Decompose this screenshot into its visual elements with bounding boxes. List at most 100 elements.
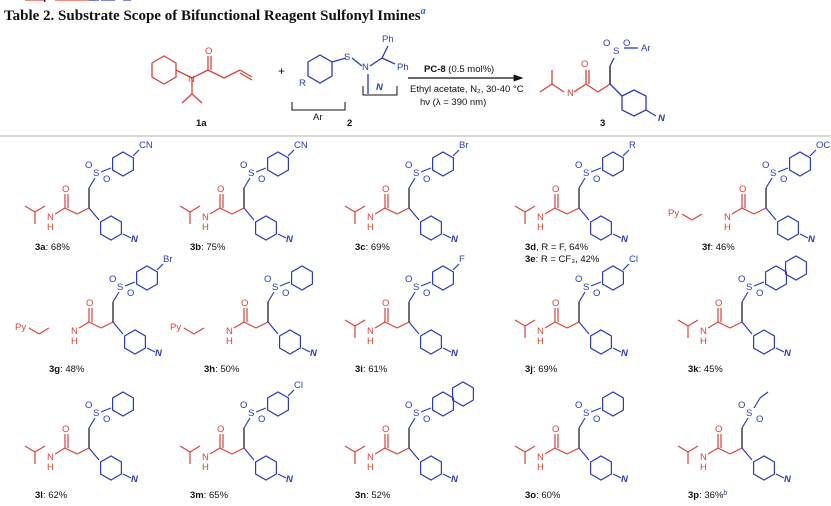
table-title-text: Table 2. Substrate Scope of Bifunctional…	[4, 8, 421, 24]
sulfonyl-o-atom-2: O	[258, 414, 265, 425]
reactant-o-atom: O	[205, 46, 212, 57]
sulfonyl-o-atom-2: O	[593, 414, 600, 425]
yield-footnote: b	[723, 490, 727, 497]
compound-id: 3o	[525, 490, 536, 501]
sulfonyl-o-atom-2: O	[756, 288, 763, 299]
aryl-n-atom: N	[286, 474, 294, 485]
amide-n-atom: N	[537, 326, 544, 337]
amide-n-atom: N	[724, 212, 731, 223]
aryl-n-atom: N	[451, 234, 459, 245]
aryl-substituent-Cl: Cl	[629, 254, 638, 265]
aryl-n-atom: N	[131, 474, 139, 485]
sulfonyl-o-atom-2: O	[127, 288, 134, 299]
product-label: 3	[600, 118, 605, 129]
sulfonyl-s-atom: S	[746, 408, 752, 419]
sulfonyl-s-atom: S	[770, 168, 776, 179]
compound-yield: : 69%	[533, 364, 558, 375]
entry-label: 3c: 69%	[355, 242, 390, 253]
compound-yield: : R = CF₃, 42%	[536, 254, 600, 265]
sulfonyl-o-atom-1: O	[109, 274, 116, 285]
entry-label: 3q: 29%	[35, 0, 71, 3]
carbonyl-o-atom: O	[241, 298, 248, 309]
amide-h-atom: H	[47, 462, 54, 473]
amide-h-atom: H	[367, 222, 374, 233]
entry-label: 3i: 61%	[355, 364, 388, 375]
compound-yield: : 60%	[536, 490, 561, 501]
aryl-substituent-R: R	[629, 140, 636, 151]
amide-n-atom: N	[47, 212, 54, 223]
compound-yield: : 68%	[46, 242, 71, 253]
compound-yield: : 52%	[366, 490, 391, 501]
compound-id: 3l	[35, 490, 43, 501]
compound-yield: : 75%	[201, 242, 226, 253]
reactant-n-atom: N	[188, 74, 195, 85]
product-o: O	[581, 59, 588, 70]
amide-h-atom: H	[47, 0, 54, 3]
catalyst-name: PC-8	[424, 64, 446, 75]
entry-label: 3j: 69%	[525, 364, 558, 375]
carbonyl-o-atom: O	[62, 424, 69, 435]
entry-label: 3p: 36%b	[688, 490, 727, 502]
sulfonyl-s-atom: S	[413, 408, 419, 419]
table-title: Table 2. Substrate Scope of Bifunctional…	[4, 6, 426, 25]
amide-n-atom: N	[202, 212, 209, 223]
sulfonyl-s-atom: S	[93, 168, 99, 179]
aryl-substituent-CN: CN	[294, 140, 308, 151]
sulfonyl-o-atom-1: O	[738, 274, 745, 285]
compound-id: 3n	[355, 490, 366, 501]
amide-n-atom: N	[226, 326, 233, 337]
compound-yield: : 45%	[699, 364, 724, 375]
product-3-structure	[539, 47, 657, 117]
amine-py-label: Py	[668, 208, 679, 219]
compound-id: 3h	[204, 364, 215, 375]
entry-label: 3o: 60%	[525, 490, 561, 501]
sulfonyl-o-atom-2: O	[756, 414, 763, 425]
aryl-n-atom: N	[131, 234, 139, 245]
catalyst-loading: (0.5 mol%)	[446, 64, 495, 75]
amide-h-atom: H	[700, 336, 707, 347]
entry-3f: PyNHOSOOOCH₃N3f: 46%	[668, 140, 831, 253]
sulfonyl-o-atom-2: O	[423, 414, 430, 425]
amide-h-atom: H	[537, 222, 544, 233]
compound-yield: : 69%	[366, 242, 391, 253]
sulfonyl-s-atom: S	[413, 168, 419, 179]
entry-label: 3a: 68%	[35, 242, 70, 253]
compound-yield: : 61%	[363, 364, 388, 375]
carbonyl-o-atom: O	[62, 0, 69, 3]
compound-id: 3a	[35, 242, 46, 253]
sulfonyl-o-atom-2: O	[423, 288, 430, 299]
amide-n-atom: N	[367, 212, 374, 223]
sulfonyl-o-atom-2: O	[258, 174, 265, 185]
ph-label-1: Ph	[382, 34, 394, 45]
compound-yield: : 50%	[215, 364, 240, 375]
conditions-solvent: Ethyl acetate, N₂, 30-40 °C	[410, 84, 524, 95]
aryl-n-atom: N	[155, 348, 163, 359]
imine-n-atom: N	[362, 62, 369, 73]
sulfonyl-o-atom-2: O	[780, 174, 787, 185]
carbonyl-o-atom: O	[552, 298, 559, 309]
amide-h-atom: H	[202, 222, 209, 233]
aryl-substituent-Br: Br	[459, 140, 469, 151]
aryl-n-atom: N	[784, 348, 792, 359]
aryl-n-atom: N	[621, 348, 629, 359]
compound-yield: : 48%	[60, 364, 85, 375]
aryl-substituent-OCH: OCH₃	[816, 140, 831, 151]
conditions-light: hν (λ = 390 nm)	[420, 97, 486, 108]
sulfonyl-o-atom-1: O	[405, 160, 412, 171]
carbonyl-o-atom: O	[552, 424, 559, 435]
amide-n-atom: N	[47, 0, 54, 3]
carbonyl-o-atom: O	[382, 424, 389, 435]
aryl-n-atom: N	[310, 348, 318, 359]
reactant-1a-structure	[151, 55, 253, 104]
sulfonyl-o-atom-1: O	[575, 400, 582, 411]
product-n: N	[658, 113, 666, 124]
